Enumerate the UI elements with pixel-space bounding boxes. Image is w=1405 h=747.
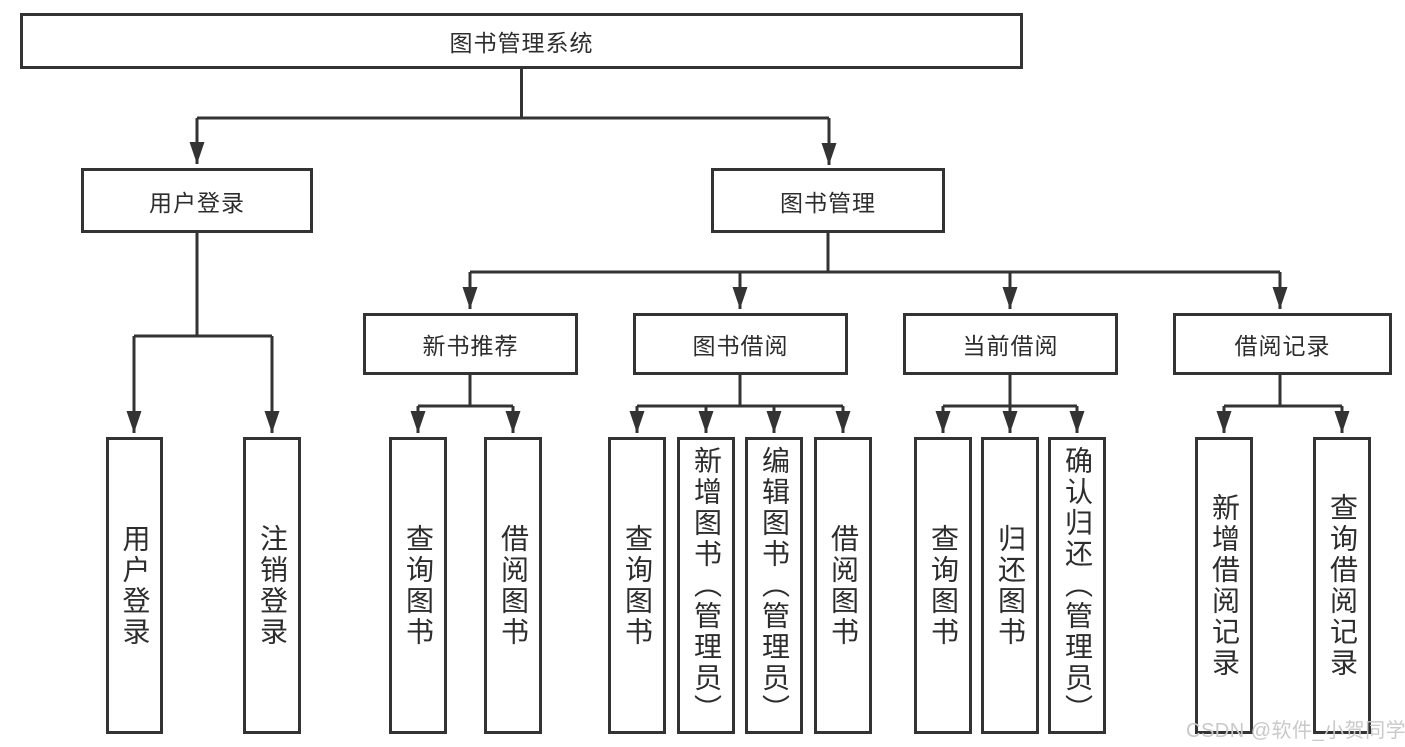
leaf-confirm-return-admin: 确认归还（管理员） — [1048, 437, 1106, 734]
leaf-edit-books-admin-label: 编辑图书（管理员） — [759, 446, 790, 725]
leaf-current-query-books: 查询图书 — [914, 437, 972, 734]
node-book-borrowing-label: 图书借阅 — [692, 333, 789, 359]
leaf-query-borrow-record-label: 查询借阅记录 — [1327, 492, 1358, 679]
leaf-add-borrow-record: 新增借阅记录 — [1195, 437, 1253, 734]
node-root-label: 图书管理系统 — [449, 30, 594, 56]
node-root: 图书管理系统 — [20, 13, 1023, 69]
leaf-edit-books-admin: 编辑图书（管理员） — [745, 437, 803, 734]
leaf-borrow-query-books: 查询图书 — [608, 437, 666, 734]
node-new-book-recommend: 新书推荐 — [363, 313, 578, 375]
leaf-query-borrow-record: 查询借阅记录 — [1313, 437, 1371, 734]
node-current-borrowing-label: 当前借阅 — [962, 333, 1059, 359]
leaf-return-books: 归还图书 — [981, 437, 1039, 734]
node-new-book-recommend-label: 新书推荐 — [422, 333, 519, 359]
leaf-recommend-borrow-books: 借阅图书 — [484, 437, 542, 734]
node-book-management: 图书管理 — [711, 168, 945, 233]
leaf-current-query-books-label: 查询图书 — [928, 523, 959, 648]
node-borrow-records-label: 借阅记录 — [1234, 333, 1331, 359]
leaf-recommend-borrow-books-label: 借阅图书 — [498, 523, 529, 648]
node-user-login-label: 用户登录 — [149, 189, 245, 216]
leaf-add-borrow-record-label: 新增借阅记录 — [1209, 492, 1240, 679]
leaf-borrow-query-books-label: 查询图书 — [622, 523, 653, 648]
leaf-confirm-return-admin-label: 确认归还（管理员） — [1062, 446, 1093, 725]
leaf-user-login-label: 用户登录 — [119, 523, 151, 648]
node-book-management-label: 图书管理 — [780, 189, 876, 216]
csdn-watermark: CSDN @软件_小贺同学 — [1186, 720, 1405, 742]
node-current-borrowing: 当前借阅 — [903, 313, 1118, 375]
leaf-user-login: 用户登录 — [106, 437, 163, 734]
leaf-recommend-query-books: 查询图书 — [389, 437, 447, 734]
leaf-logout-label: 注销登录 — [257, 523, 288, 648]
leaf-borrow-books-label: 借阅图书 — [828, 523, 859, 648]
leaf-recommend-query-books-label: 查询图书 — [403, 523, 434, 648]
leaf-return-books-label: 归还图书 — [995, 523, 1026, 648]
node-user-login: 用户登录 — [81, 168, 313, 233]
leaf-logout: 注销登录 — [243, 437, 301, 734]
leaf-add-books-admin-label: 新增图书（管理员） — [691, 446, 722, 725]
leaf-borrow-books: 借阅图书 — [814, 437, 872, 734]
node-borrow-records: 借阅记录 — [1173, 313, 1392, 375]
leaf-add-books-admin: 新增图书（管理员） — [677, 437, 735, 734]
node-book-borrowing: 图书借阅 — [633, 313, 848, 375]
